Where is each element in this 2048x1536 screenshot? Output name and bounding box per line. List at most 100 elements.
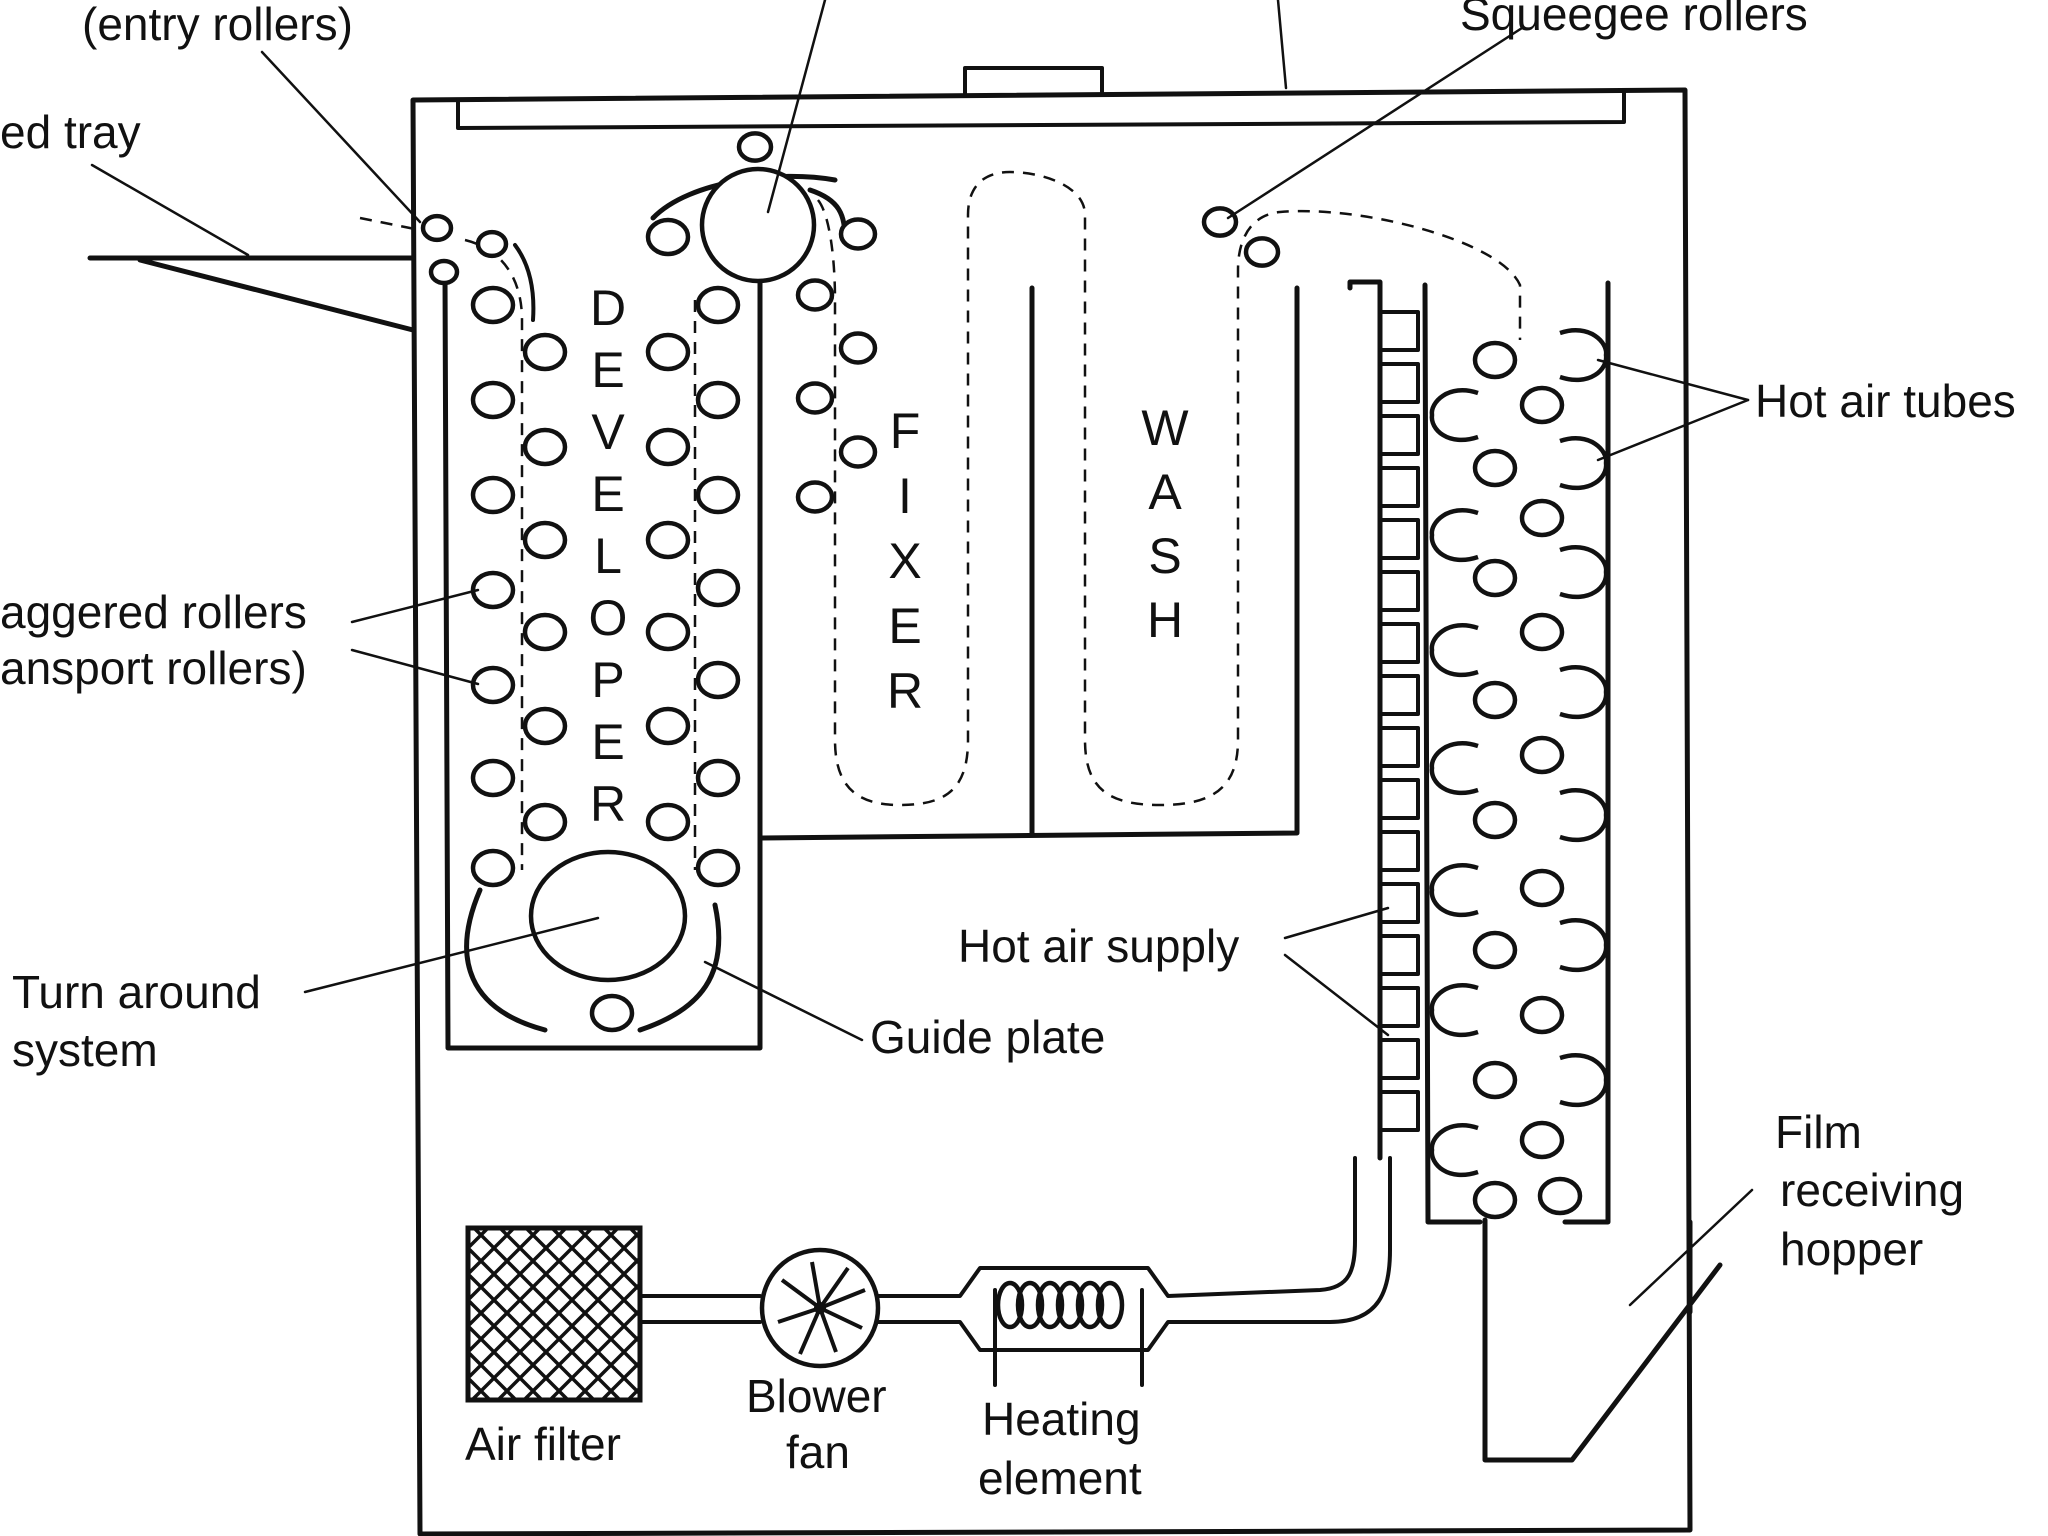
developer-letter: P	[591, 652, 624, 708]
hot-air-tube	[1429, 863, 1479, 918]
roller	[522, 612, 568, 652]
roller	[645, 520, 691, 560]
roller	[470, 380, 516, 420]
roller	[695, 568, 741, 608]
roller	[645, 802, 691, 842]
hot-air-tube	[1429, 508, 1479, 563]
dryer-roller	[1472, 1060, 1518, 1100]
film-hopper-label-3: hopper	[1780, 1223, 1923, 1275]
fixer-letter: X	[888, 533, 921, 589]
hot-air-nozzle	[1378, 466, 1420, 508]
blower-fan-label-1: Blower	[746, 1370, 887, 1422]
hot-air-tube	[1429, 983, 1479, 1038]
dryer-roller	[1519, 385, 1565, 425]
hot-air-nozzle	[1378, 830, 1420, 872]
developer-letter: R	[590, 776, 626, 832]
hot-air-supply-nozzles	[1378, 310, 1420, 1132]
turn-around-label: Turn around	[12, 966, 261, 1018]
roller	[470, 665, 516, 705]
roller	[522, 706, 568, 746]
feed-tray	[87, 255, 416, 333]
developer-letter: E	[591, 342, 624, 398]
dryer-roller	[1472, 1180, 1518, 1220]
hot-air-nozzle	[1378, 778, 1420, 820]
dryer-roller	[1472, 680, 1518, 720]
blower-fan	[759, 1247, 881, 1369]
fixer-letter: E	[888, 598, 921, 654]
roller	[470, 285, 516, 325]
roller	[420, 213, 454, 243]
heating-element-label-2: element	[978, 1452, 1142, 1504]
hot-air-supply-label: Hot air supply	[958, 920, 1239, 972]
hot-air-tube	[1429, 741, 1479, 796]
roller	[428, 258, 460, 286]
roller	[522, 332, 568, 372]
staggered-rollers-label: aggered rollers	[0, 586, 307, 638]
dryer-roller	[1519, 995, 1565, 1035]
roller	[522, 427, 568, 467]
roller	[475, 229, 509, 259]
hot-air-nozzle	[1378, 414, 1420, 456]
hot-air-tube	[1429, 388, 1479, 443]
developer-letter: D	[590, 280, 626, 336]
hot-air-tubes-label: Hot air tubes	[1755, 375, 2016, 427]
hot-air-nozzle	[1378, 986, 1420, 1028]
hot-air-tubes	[1429, 328, 1609, 1220]
hot-air-tube	[1559, 436, 1609, 491]
dryer-roller	[1472, 930, 1518, 970]
hot-air-tube	[1429, 623, 1479, 678]
hot-air-nozzle	[1378, 1090, 1420, 1132]
blower-fan-label-2: fan	[786, 1426, 850, 1478]
wash-letter: W	[1141, 400, 1189, 456]
hot-air-tube	[1559, 665, 1609, 720]
wash-letter: A	[1148, 464, 1182, 520]
developer-letter: V	[591, 404, 625, 460]
dryer-roller	[1519, 1120, 1565, 1160]
hot-air-nozzle	[1378, 622, 1420, 664]
dryer-roller	[1472, 340, 1518, 380]
roller	[645, 612, 691, 652]
hot-air-nozzle	[1378, 882, 1420, 924]
roller	[695, 475, 741, 515]
guide-plate-label: Guide plate	[870, 1011, 1105, 1063]
roller	[838, 217, 878, 251]
transport-rollers	[420, 131, 1281, 1033]
hot-air-tube	[1429, 1123, 1479, 1178]
roller	[522, 520, 568, 560]
dryer-roller	[1472, 448, 1518, 488]
dryer-roller	[1519, 868, 1565, 908]
dryer-roller	[1537, 1176, 1583, 1216]
hot-air-nozzle	[1378, 726, 1420, 768]
heating-element-label-1: Heating	[982, 1393, 1141, 1445]
turnaround-rollers	[528, 166, 817, 983]
hot-air-nozzle	[1378, 362, 1420, 404]
fixer-letter: I	[898, 468, 912, 524]
fixer-letter: R	[887, 663, 923, 719]
wash-letter: S	[1148, 528, 1181, 584]
developer-letter: L	[594, 528, 622, 584]
callout-labels: (entry rollers) ed tray Squeegee rollers…	[0, 0, 2016, 1504]
air-filter-label: Air filter	[465, 1418, 621, 1470]
roller	[1243, 236, 1281, 268]
roller	[795, 480, 835, 514]
roller	[695, 848, 741, 888]
roller	[695, 660, 741, 700]
feed-tray-label: ed tray	[0, 106, 141, 158]
dryer-roller	[1472, 800, 1518, 840]
film-hopper-label-2: receiving	[1780, 1164, 1964, 1216]
developer-letter: E	[591, 714, 624, 770]
roller	[795, 278, 835, 312]
hot-air-nozzle	[1378, 518, 1420, 560]
roller	[695, 285, 741, 325]
roller	[645, 332, 691, 372]
dryer-roller	[1519, 498, 1565, 538]
roller	[695, 380, 741, 420]
film-path	[359, 170, 1522, 870]
hot-air-nozzle	[1378, 310, 1420, 352]
hot-air-nozzle	[1378, 674, 1420, 716]
dryer-section	[1347, 279, 1611, 1225]
air-filter	[465, 1225, 643, 1403]
